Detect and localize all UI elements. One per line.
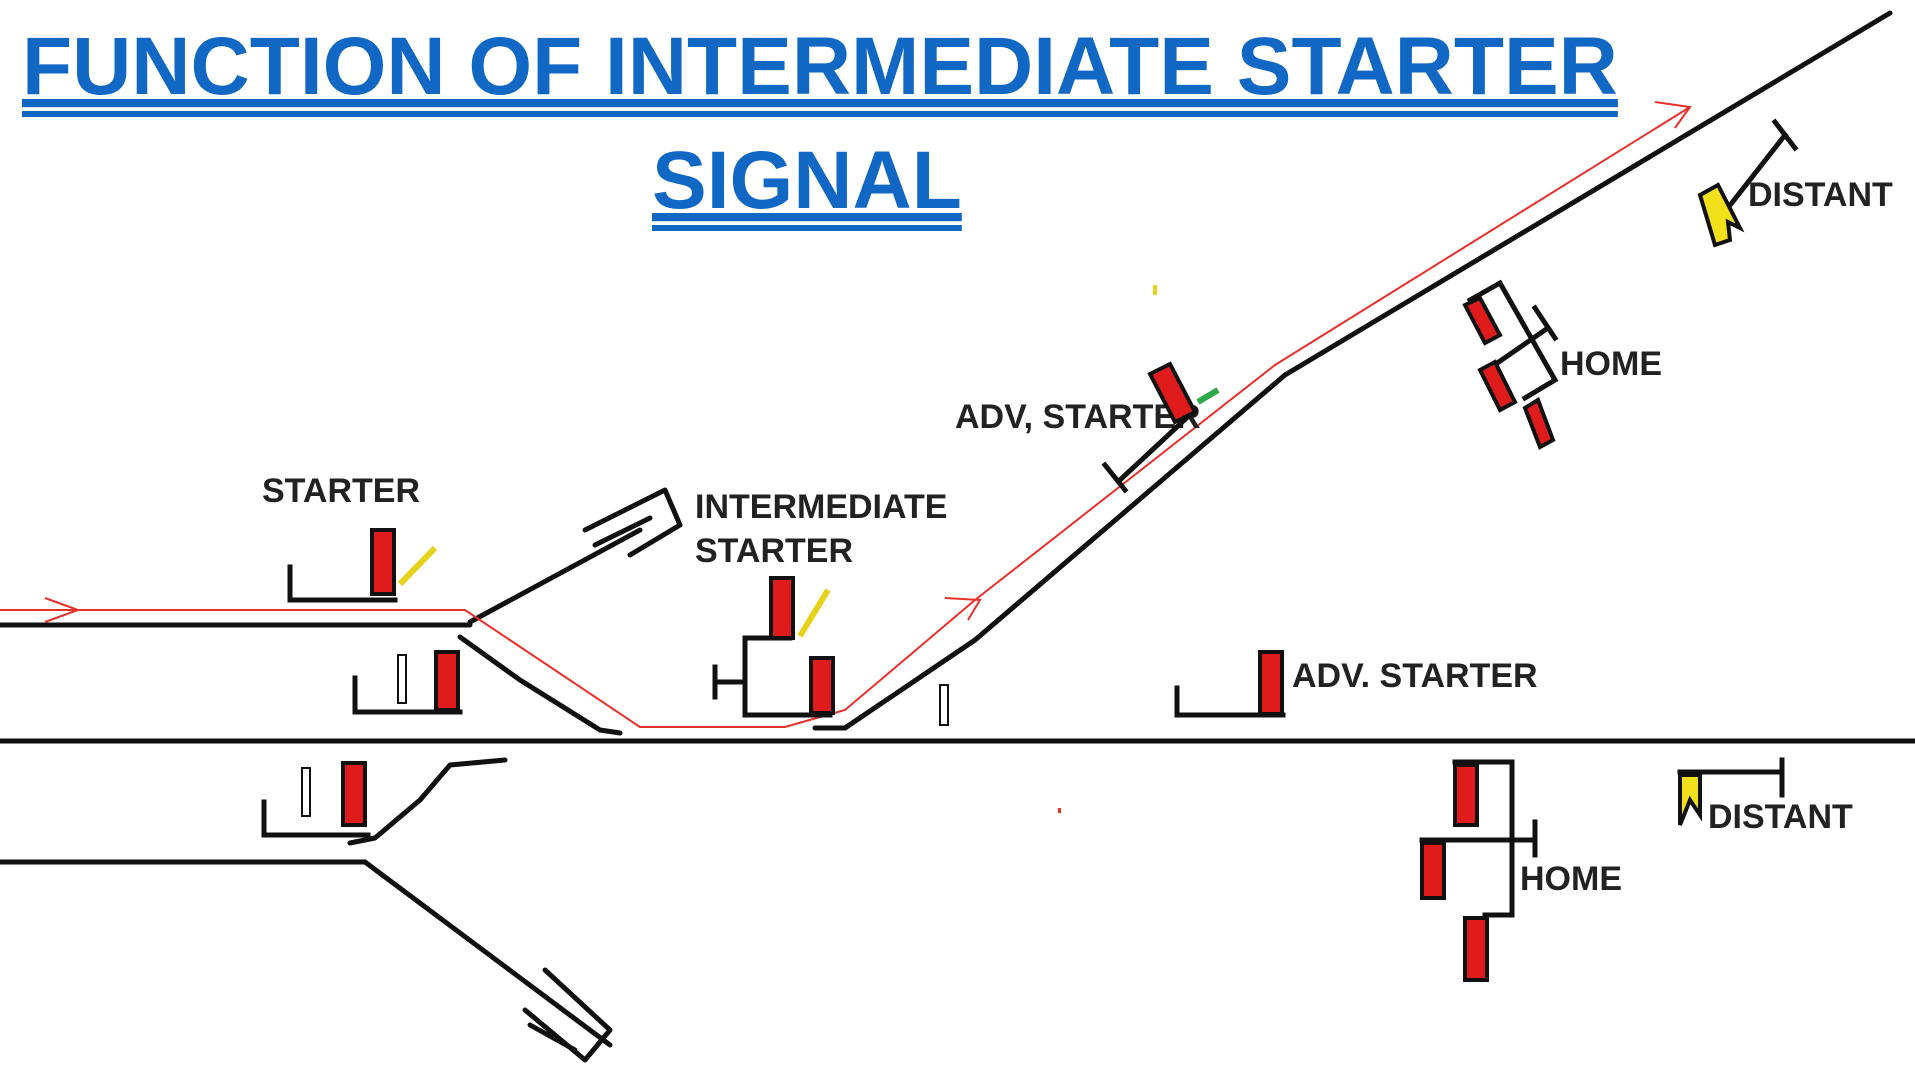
adv-starter-upper-arm (1147, 361, 1198, 425)
route-path (0, 106, 1691, 728)
distant-upper-arm (1697, 182, 1745, 248)
route-arrow-3 (1654, 101, 1692, 129)
intermediate-arm-upper (769, 576, 795, 640)
track-siding-upper (467, 527, 643, 625)
stray-marks (1058, 285, 1157, 813)
signal-home-upper: HOME (1462, 279, 1662, 450)
lower-shunt-signal (301, 767, 311, 817)
home-lower-arm-1 (1453, 763, 1479, 827)
loop-starter-post (352, 675, 463, 715)
track-lower-loop-turnout (347, 757, 508, 846)
signal-starter: STARTER (262, 472, 438, 603)
intermediate-off-indicator (797, 588, 831, 638)
label-intermediate-line-1: INTERMEDIATE (695, 488, 947, 526)
home-lower-arm-2 (1420, 841, 1446, 900)
track-crossover (457, 634, 623, 736)
home-upper-arm-1 (1462, 295, 1503, 346)
signal-intermediate-starter: INTERMEDIATE STARTER (695, 488, 949, 726)
route-arrow-2 (944, 597, 982, 621)
signal-distant-lower: DISTANT (1677, 757, 1853, 836)
distant-upper-post (1716, 131, 1789, 222)
lower-starter-arm (341, 761, 367, 827)
buffer-stop-upper-inner (592, 515, 653, 548)
starter-post (287, 564, 398, 603)
label-home-upper: HOME (1560, 345, 1662, 383)
intermediate-post (742, 635, 793, 718)
home-lower-arm-3 (1463, 916, 1489, 982)
label-home-lower: HOME (1520, 860, 1622, 898)
page-title-line-2: SIGNAL (652, 135, 962, 226)
adv-starter-upper-cap (1101, 461, 1129, 494)
label-starter: STARTER (262, 472, 420, 510)
buffer-stop-lower-inner (527, 1022, 578, 1053)
signal-adv-starter-upper: ADV, STARTER (955, 361, 1220, 494)
home-upper-post (1466, 279, 1559, 402)
intermediate-arm-lower (809, 656, 835, 715)
train-route (0, 101, 1692, 728)
signal-adv-starter-lower: ADV. STARTER (1174, 650, 1538, 718)
label-distant-upper: DISTANT (1748, 176, 1893, 214)
home-upper-arm-3 (1522, 397, 1556, 450)
signal-distant-upper: DISTANT (1697, 118, 1893, 248)
home-upper-arm-2 (1477, 359, 1518, 413)
adv-starter-lower-post (1174, 685, 1286, 718)
lower-starter-post (261, 799, 371, 838)
stray-speck-red (1058, 808, 1061, 813)
label-intermediate-line-2: STARTER (695, 532, 853, 570)
loop-shunt-signal (397, 654, 407, 704)
route-arrow-1 (44, 597, 81, 623)
label-distant-lower: DISTANT (1708, 798, 1853, 836)
label-adv-starter-lower: ADV. STARTER (1292, 657, 1538, 695)
signal-home-lower: HOME (1419, 759, 1622, 982)
starter-arm (370, 528, 396, 596)
adv-starter-upper-post (1116, 408, 1197, 484)
starter-off-indicator (397, 545, 438, 587)
tracks (0, 10, 1915, 1063)
buffer-stop-lower (522, 967, 613, 1063)
home-upper-crossarm (1486, 326, 1549, 372)
distant-upper-cap (1771, 118, 1799, 152)
intermediate-shunt-signal (939, 684, 949, 726)
track-siding-lower (362, 859, 613, 1048)
adv-starter-lower-arm (1258, 650, 1284, 716)
label-adv-starter-upper: ADV, STARTER (955, 398, 1201, 436)
page-title-line-1: FUNCTION OF INTERMEDIATE STARTER (22, 21, 1618, 112)
adv-starter-upper-off-indicator (1196, 387, 1220, 405)
loop-starter-arm (434, 650, 460, 712)
buffer-stop-upper (582, 487, 683, 558)
signal-lower-starter (261, 761, 371, 838)
signal-loop-starter (352, 650, 463, 715)
home-upper-crossarm-cap (1531, 304, 1559, 342)
track-branch-line (812, 10, 1893, 731)
stray-speck-yellow (1153, 285, 1157, 295)
distant-lower-arm (1678, 773, 1702, 826)
